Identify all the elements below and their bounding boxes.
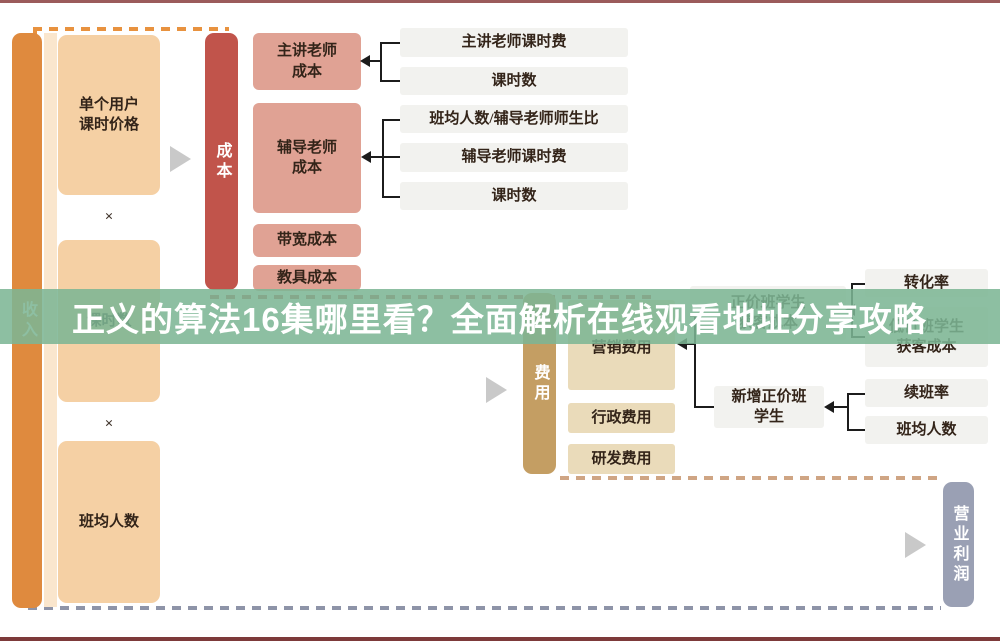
factor-box-class-size: 班均人数 — [58, 441, 160, 603]
cost-item-lecturer: 主讲老师 成本 — [253, 33, 361, 90]
flow-arrow-revenue-to-cost-icon — [170, 146, 191, 172]
detail-tutor-hours: 课时数 — [400, 182, 628, 210]
connector-line — [834, 406, 847, 408]
input-renewal-rate: 续班率 — [865, 379, 988, 407]
connector-line — [380, 42, 382, 82]
arrowhead-left-icon — [361, 151, 371, 163]
banner-title: 正义的算法16集哪里看？全面解析在线观看地址分享攻略 — [72, 300, 927, 338]
arrowhead-left-icon — [824, 401, 834, 413]
flow-arrow-to-expense-icon — [486, 377, 507, 403]
cost-bar-label: 成本 — [213, 141, 231, 182]
input-class-size: 班均人数 — [865, 416, 988, 444]
connector-line — [686, 343, 696, 345]
expense-bar-label: 费用 — [531, 363, 549, 404]
multiply-sign-1: × — [104, 209, 114, 225]
page-border-top — [0, 0, 1000, 3]
cost-item-tutor: 辅导老师 成本 — [253, 103, 361, 213]
connector-line — [368, 60, 382, 62]
connector-line — [382, 119, 384, 197]
connector-line — [382, 196, 400, 198]
profit-bar-label: 营业利润 — [950, 504, 968, 585]
revenue-group-dashed-border-top — [33, 27, 229, 31]
expense-item-rnd: 研发费用 — [568, 444, 675, 474]
connector-line — [370, 156, 400, 158]
connector-line — [382, 119, 400, 121]
connector-line — [380, 80, 400, 82]
arrowhead-left-icon — [677, 338, 687, 350]
new-students-box: 新增正价班 学生 — [714, 386, 824, 428]
connector-line — [847, 393, 865, 395]
title-banner: 正义的算法16集哪里看？全面解析在线观看地址分享攻略 — [0, 289, 1000, 344]
detail-tutor-ratio: 班均人数/辅导老师师生比 — [400, 105, 628, 133]
arrowhead-left-icon — [360, 55, 370, 67]
connector-line — [694, 315, 696, 408]
page-border-bottom — [0, 637, 1000, 641]
detail-lecturer-hours: 课时数 — [400, 67, 628, 95]
connector-line — [380, 42, 400, 44]
multiply-sign-2: × — [104, 416, 114, 432]
flow-arrow-to-profit-icon — [905, 532, 926, 558]
detail-tutor-fee: 辅导老师课时费 — [400, 143, 628, 172]
cost-bar: 成本 — [205, 33, 238, 290]
factor-box-price: 单个用户 课时价格 — [58, 35, 160, 195]
connector-line — [847, 393, 849, 431]
cost-item-bandwidth: 带宽成本 — [253, 224, 361, 257]
connector-line — [851, 283, 865, 285]
connector-line — [694, 406, 714, 408]
cost-item-materials: 教具成本 — [253, 265, 361, 291]
detail-lecturer-fee: 主讲老师课时费 — [400, 28, 628, 57]
expense-group-dashed-border-bottom — [560, 476, 940, 480]
connector-line — [847, 429, 865, 431]
profit-group-dashed-border-bottom — [28, 606, 941, 610]
profit-bar: 营业利润 — [943, 482, 974, 607]
expense-item-admin: 行政费用 — [568, 403, 675, 433]
